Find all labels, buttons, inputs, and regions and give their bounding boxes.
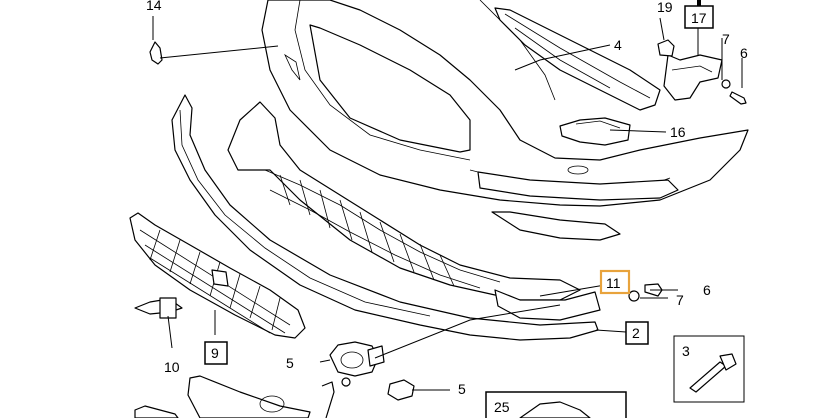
callout-5-left: 5: [286, 355, 294, 371]
fog-lamp-cover: [134, 375, 311, 418]
callout-9: 9: [211, 345, 219, 361]
callout-16: 16: [670, 124, 686, 140]
callouts: 14 19 17 7 6 4 16 11 6 7 2 3 10 9 5 5 25: [146, 0, 748, 415]
callout-4: 4: [614, 37, 622, 53]
emblem: [134, 297, 183, 319]
fog-lamp: [329, 341, 385, 377]
bumper-cover: [261, 0, 749, 241]
callout-10: 10: [164, 359, 180, 375]
callout-2: 2: [632, 325, 640, 341]
top-screw-set: [721, 79, 747, 105]
lower-grille-mesh: [227, 101, 601, 321]
callout-17-box: [684, 5, 714, 29]
callout-19: 19: [657, 0, 673, 15]
callout-11-box: [599, 269, 631, 295]
box-25: [485, 391, 627, 418]
callout-6-mid: 6: [703, 282, 711, 298]
corner-trim: [149, 41, 163, 65]
callout-3: 3: [682, 343, 690, 359]
callout-25: 25: [494, 399, 510, 415]
callout-17: 17: [691, 10, 707, 26]
screw-washer-mid: [628, 283, 663, 302]
callout-5-lower: 5: [458, 381, 466, 397]
bracket-16: [559, 117, 631, 146]
upper-grille-bar: [494, 7, 661, 111]
lower-spoiler: [171, 94, 599, 341]
callout-6-top: 6: [740, 45, 748, 61]
callout-9-box: [204, 341, 228, 365]
side-bracket: [657, 39, 723, 101]
rivet: [673, 335, 745, 403]
callout-11: 11: [606, 275, 621, 291]
callout-2-box: [625, 321, 649, 345]
bulb: [387, 379, 415, 401]
callout-7-mid: 7: [676, 292, 684, 308]
front-grille: [129, 212, 306, 339]
callout-14: 14: [146, 0, 162, 13]
screw-washer-lower: [321, 377, 351, 418]
callout-7-top: 7: [722, 31, 730, 47]
leader-lines: [152, 16, 743, 391]
